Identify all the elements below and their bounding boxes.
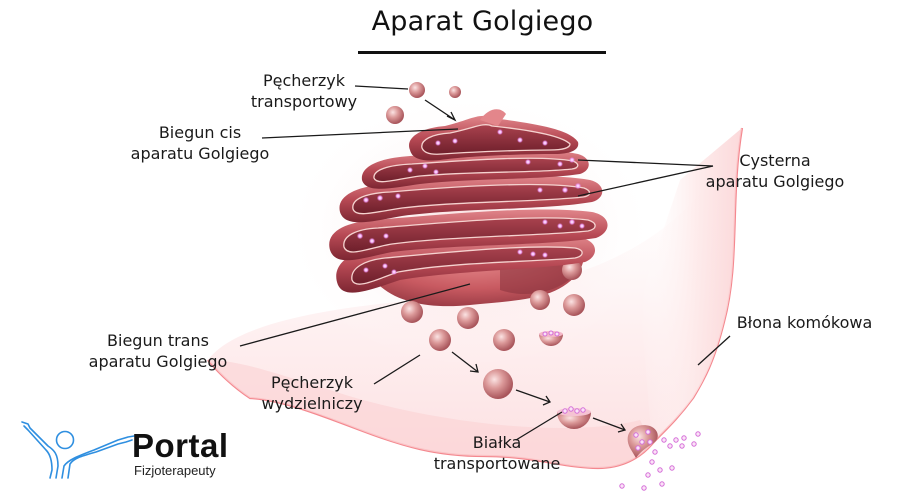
protein-dots <box>356 129 585 275</box>
label-transport-vesicle: Pęcherzyk transportowy <box>240 70 368 112</box>
title-underline <box>358 51 606 54</box>
label-line: Pęcherzyk <box>263 71 345 90</box>
transport-vesicles <box>386 82 461 124</box>
page-title: Aparat Golgiego <box>371 6 594 37</box>
secretory-vesicles <box>429 329 701 491</box>
label-line: transportowy <box>250 92 358 111</box>
label-trans-pole: Biegun trans aparatu Golgiego <box>78 330 238 372</box>
label-cell-membrane: Błona komókowa <box>722 312 887 333</box>
label-line: aparatu Golgiego <box>705 172 845 191</box>
label-line: Biegun trans <box>107 331 209 350</box>
label-line: Błona komókowa <box>736 313 873 332</box>
label-line: Cysterna <box>739 151 811 170</box>
label-cis-pole: Biegun cis aparatu Golgiego <box>120 122 280 164</box>
label-cisterna: Cysterna aparatu Golgiego <box>685 150 865 192</box>
leader-lines <box>239 85 731 441</box>
label-line: transportowane <box>433 454 561 473</box>
label-transported-proteins: Białka transportowane <box>432 432 562 474</box>
label-line: Pęcherzyk <box>271 373 353 392</box>
label-secretory-vesicle: Pęcherzyk wydzielniczy <box>252 372 372 414</box>
logo-subtitle: Fizjoterapeuty <box>134 463 216 478</box>
label-line: Biegun cis <box>158 123 242 142</box>
logo-wordmark: Portal <box>132 427 229 464</box>
label-line: aparatu Golgiego <box>130 144 270 163</box>
label-line: aparatu Golgiego <box>88 352 228 371</box>
label-line: Białka <box>472 433 522 452</box>
label-line: wydzielniczy <box>261 394 363 413</box>
person-arms-raised-icon <box>21 421 135 479</box>
